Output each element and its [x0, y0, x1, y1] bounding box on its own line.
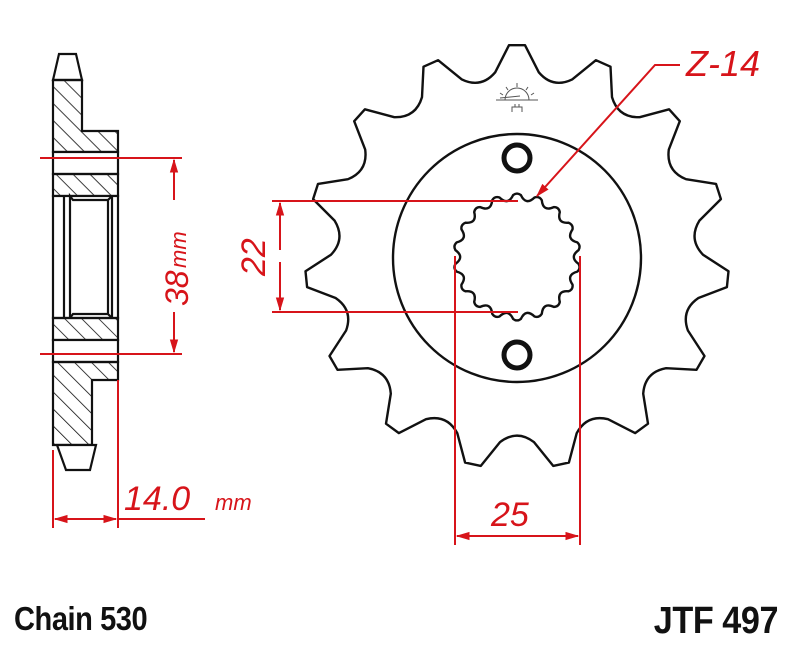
side-view-dimensions: [40, 157, 205, 528]
width-unit: mm: [215, 490, 252, 515]
side-tooth-top: [51, 52, 84, 82]
chain-size-label: Chain 530: [14, 600, 148, 637]
lower-hub-section: [51, 316, 120, 342]
bolt-hole-bottom: [501, 339, 533, 371]
front-view-dimensions: [272, 64, 680, 545]
front-view: [304, 44, 730, 468]
upper-hub-section: [51, 172, 120, 198]
teeth-count-label: Z-14: [685, 43, 760, 84]
upper-section: [51, 78, 120, 154]
spline-outer-value: 25: [490, 496, 529, 534]
part-number-label: JTF 497: [653, 600, 779, 642]
width-value: 14.0: [124, 480, 190, 518]
bolt-hole-top: [501, 142, 533, 174]
hub-circle: [391, 132, 643, 384]
side-tooth-bottom: [55, 443, 98, 472]
hub-diameter-unit: mm: [166, 231, 191, 268]
spline-diameter-value: 22: [235, 238, 273, 277]
side-view: [51, 52, 120, 472]
lower-section: [51, 360, 120, 447]
hub-diameter-value: 38: [159, 270, 195, 306]
sun-logo-icon: [496, 83, 538, 112]
spline-bore: [453, 192, 581, 322]
